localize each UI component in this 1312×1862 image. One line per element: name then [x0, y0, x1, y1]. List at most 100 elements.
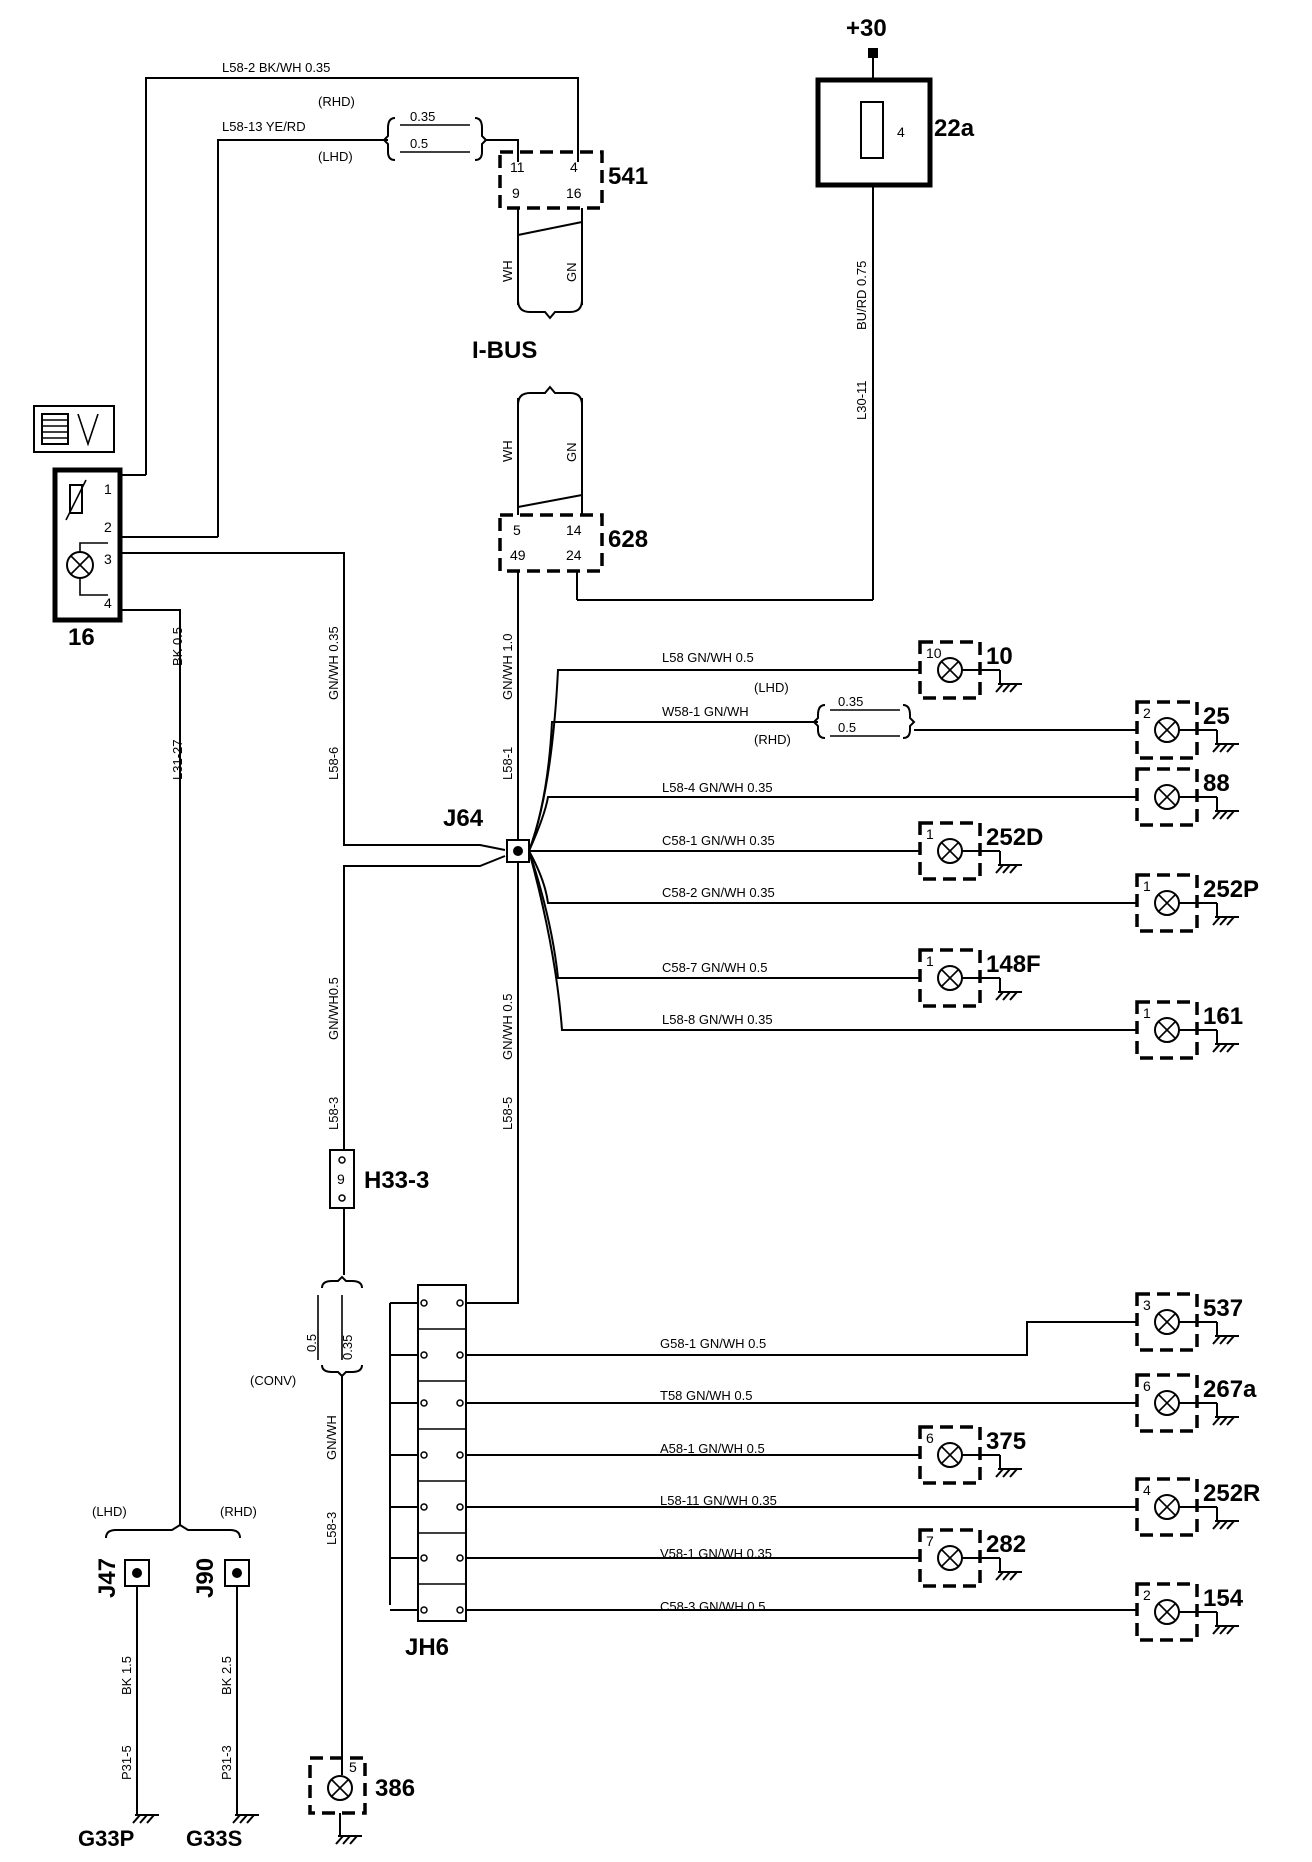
l5-pin: 2 — [1143, 1587, 1151, 1603]
g33s-label: G33S — [186, 1826, 242, 1851]
wire-c58-1-label: C58-1 GN/WH 0.35 — [662, 833, 775, 848]
wire-l58-4-label: L58-4 GN/WH 0.35 — [662, 780, 773, 795]
wire-gnwh05-label: GN/WH0.5 — [326, 977, 341, 1040]
u4-id: 252P — [1203, 876, 1259, 903]
wire-gnwh05b-label: GN/WH 0.5 — [500, 994, 515, 1060]
wire-l58-5-label: L58-5 — [500, 1097, 515, 1130]
lamp-l5: 2 154 — [1135, 1582, 1244, 1642]
conv-size2: 0.35 — [340, 1335, 355, 1360]
l0-pin: 3 — [1143, 1297, 1151, 1313]
wire-l58-2-label: L58-2 BK/WH 0.35 — [222, 60, 330, 75]
connector-541 — [498, 150, 604, 210]
c541-pin-16: 16 — [566, 185, 582, 201]
c628-pin-49: 49 — [510, 547, 526, 563]
g33p-label: G33P — [78, 1826, 134, 1851]
c386-id: 386 — [375, 1775, 415, 1802]
fuse-wire-code: L30-11 — [854, 380, 869, 420]
g33s-wire: BK 2.5 — [219, 1656, 234, 1695]
u6-id: 161 — [1203, 1003, 1243, 1030]
w58-size1: 0.35 — [838, 694, 863, 709]
lamp-386: 5 — [308, 1756, 367, 1815]
wire-l58-1-label: L58-1 — [500, 747, 515, 780]
jh6-label: JH6 — [405, 1634, 449, 1661]
ground-lhd: (LHD) — [92, 1504, 127, 1519]
wire-c58-7-label: C58-7 GN/WH 0.5 — [662, 960, 767, 975]
conv-label: (CONV) — [250, 1373, 296, 1388]
c628-pin-24: 24 — [566, 547, 582, 563]
lamp-u0: 10 10 — [918, 640, 1023, 700]
h33-pin: 9 — [337, 1171, 345, 1187]
u3-id: 252D — [986, 824, 1043, 851]
fuse-pin: 4 — [897, 124, 905, 140]
wire-l31-label: L31-27 — [170, 740, 185, 780]
w58-lhd: (LHD) — [754, 680, 789, 695]
c541-pin-9: 9 — [512, 185, 520, 201]
c628-gn: GN — [564, 443, 579, 463]
c16-pin-2: 2 — [104, 519, 112, 535]
h33-id: H33-3 — [364, 1167, 429, 1194]
g33s-wire-code: P31-3 — [219, 1745, 234, 1780]
ibus-label: I-BUS — [472, 337, 537, 364]
wire-l58-8-label: L58-8 GN/WH 0.35 — [662, 1012, 773, 1027]
u4-pin: 1 — [1143, 878, 1151, 894]
conv-size1: 0.5 — [304, 1334, 319, 1352]
c16-pin-3: 3 — [104, 551, 112, 567]
l2-pin: 6 — [926, 1430, 934, 1446]
j47-label: J47 — [94, 1558, 121, 1598]
wire-l58-13-label: L58-13 YE/RD — [222, 119, 306, 134]
size-rhd: 0.35 — [410, 109, 435, 124]
l0-id: 537 — [1203, 1295, 1243, 1322]
conv-wire: GN/WH — [324, 1415, 339, 1460]
u1-pin: 2 — [1143, 705, 1151, 721]
wire-l58-3-label: L58-3 — [326, 1097, 341, 1130]
wire-g58-1-label: G58-1 GN/WH 0.5 — [660, 1336, 766, 1351]
wire-t58-label: T58 GN/WH 0.5 — [660, 1388, 752, 1403]
c16-id: 16 — [68, 624, 95, 651]
l5-id: 154 — [1203, 1585, 1244, 1612]
c16-pin-4: 4 — [104, 595, 112, 611]
u6-pin: 1 — [1143, 1005, 1151, 1021]
l4-id: 282 — [986, 1531, 1026, 1558]
wire-l58-6-label: L58-6 — [326, 747, 341, 780]
c541-wh: WH — [500, 260, 515, 282]
lamp-u4: 1 252P — [1135, 873, 1259, 933]
lhd-label: (LHD) — [318, 149, 353, 164]
lamp-u3: 1 252D — [918, 821, 1043, 881]
ground-rhd: (RHD) — [220, 1504, 257, 1519]
c628-id: 628 — [608, 526, 648, 553]
u0-pin: 10 — [926, 645, 942, 661]
wire-bk-label: BK 0.5 — [170, 627, 185, 666]
wire-l58-11-label: L58-11 GN/WH 0.35 — [660, 1493, 777, 1508]
c628-pin-14: 14 — [566, 522, 582, 538]
l2-id: 375 — [986, 1428, 1026, 1455]
u5-pin: 1 — [926, 953, 934, 969]
wire-gnwh-10-label: GN/WH 1.0 — [500, 634, 515, 700]
fuse-wire-label: BU/RD 0.75 — [854, 261, 869, 330]
component-16: 1 2 3 4 — [33, 405, 123, 623]
wire-l58-label: L58 GN/WH 0.5 — [662, 650, 754, 665]
fuse-id: 22a — [934, 115, 975, 142]
conv-wire2: L58-3 — [324, 1512, 339, 1545]
l3-pin: 4 — [1143, 1482, 1151, 1498]
lamp-l2: 6 375 — [918, 1425, 1026, 1485]
c628-wh: WH — [500, 440, 515, 462]
c541-id: 541 — [608, 163, 648, 190]
junction-jh6 — [389, 1284, 467, 1622]
u3-pin: 1 — [926, 826, 934, 842]
lamp-l0: 3 537 — [1135, 1292, 1243, 1352]
g33p-wire: BK 1.5 — [119, 1656, 134, 1695]
g33p-wire-code: P31-5 — [119, 1745, 134, 1780]
u0-id: 10 — [986, 643, 1013, 670]
fuse-icon — [860, 101, 884, 159]
lamp-u2: 88 — [1135, 767, 1240, 827]
c541-gn: GN — [564, 263, 579, 283]
w58-rhd: (RHD) — [754, 732, 791, 747]
wire-a58-1-label: A58-1 GN/WH 0.5 — [660, 1441, 765, 1456]
wire-c58-3-label: C58-3 GN/WH 0.5 — [660, 1599, 765, 1614]
